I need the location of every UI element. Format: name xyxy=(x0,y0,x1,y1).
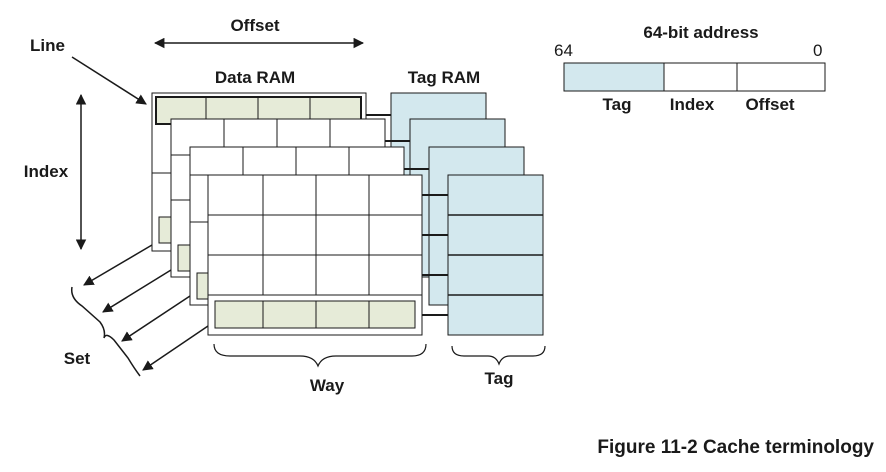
address-lsb: 0 xyxy=(813,41,822,60)
cache-line-highlight xyxy=(214,300,416,329)
set-label: Set xyxy=(64,349,91,368)
data-ram-label: Data RAM xyxy=(215,68,295,87)
address-index-field xyxy=(663,62,738,92)
address-offset-field xyxy=(736,62,826,92)
way-brace xyxy=(213,343,427,368)
address-index-label: Index xyxy=(670,95,715,114)
offset-label: Offset xyxy=(230,16,279,35)
way-4 xyxy=(207,174,544,336)
index-label: Index xyxy=(24,162,69,181)
set-arrow xyxy=(142,325,209,371)
figure-caption: Figure 11-2 Cache terminology xyxy=(597,437,874,458)
address-tag-label: Tag xyxy=(603,95,632,114)
tag-brace xyxy=(451,345,546,366)
tag-label: Tag xyxy=(485,369,514,388)
line-arrow xyxy=(71,56,147,105)
address-msb: 64 xyxy=(554,41,573,60)
address-offset-label: Offset xyxy=(745,95,794,114)
address-tag-field xyxy=(563,62,665,92)
address-title: 64-bit address xyxy=(643,23,758,42)
set-arrow xyxy=(83,244,153,286)
tag-ram-label: Tag RAM xyxy=(408,68,480,87)
set-arrow xyxy=(102,269,172,313)
line-label: Line xyxy=(30,36,65,55)
address-layout: 64-bit address 64 0 Tag Index Offset xyxy=(554,23,826,114)
set-arrow xyxy=(121,295,191,342)
set-brace xyxy=(70,286,141,377)
way-label: Way xyxy=(310,376,345,395)
